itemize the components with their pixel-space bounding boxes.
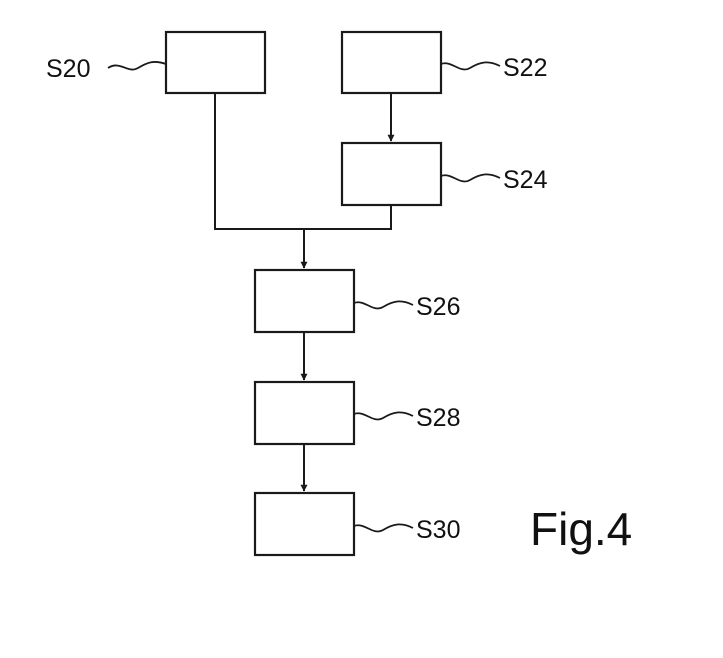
label-s20: S20: [46, 55, 90, 83]
connector-s24-to-merge: [304, 205, 392, 230]
leader-s22: [440, 61, 501, 71]
step-box-s26: [253, 268, 356, 334]
leader-s26: [353, 300, 414, 310]
label-s28: S28: [416, 404, 460, 432]
step-box-s20: [164, 30, 267, 95]
step-box-s28: [253, 380, 356, 446]
leader-s24: [440, 173, 501, 183]
step-box-s30: [253, 491, 356, 557]
label-s24: S24: [503, 166, 548, 194]
leader-s30: [353, 523, 414, 533]
label-s26: S26: [416, 293, 460, 321]
connector-s20-to-merge: [214, 93, 304, 230]
leader-s28: [353, 411, 414, 421]
label-s30: S30: [416, 516, 460, 544]
step-box-s22: [340, 30, 443, 95]
leader-s20: [107, 61, 167, 71]
step-box-s24: [340, 141, 443, 207]
label-s22: S22: [503, 54, 547, 82]
figure-label: Fig.4: [530, 503, 632, 555]
